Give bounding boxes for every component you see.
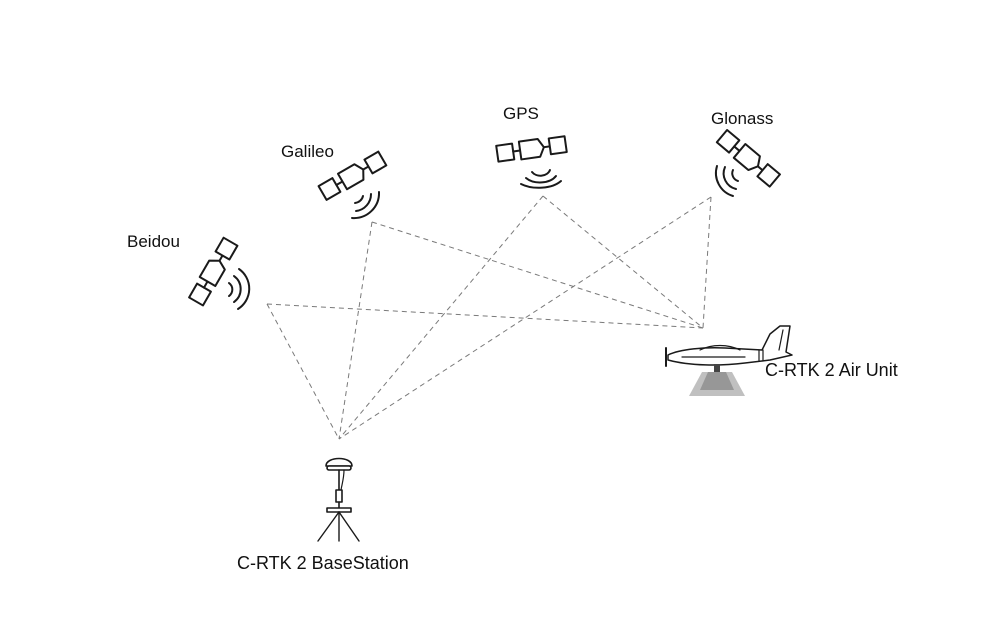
galileo-satellite-icon xyxy=(317,150,388,220)
gps-satellite-icon xyxy=(495,135,568,189)
signal-link-glonass-to-air-unit xyxy=(702,196,712,329)
signal-link-beidou-to-base-station xyxy=(266,303,340,440)
base-station-label: C-RTK 2 BaseStation xyxy=(237,553,409,573)
gps-label: GPS xyxy=(503,104,539,123)
signal-links xyxy=(266,195,712,440)
glonass-satellite-icon xyxy=(714,129,781,197)
galileo-label: Galileo xyxy=(281,142,334,161)
glonass-label: Glonass xyxy=(711,109,774,128)
beidou-satellite-icon xyxy=(188,236,251,310)
air-unit-label: C-RTK 2 Air Unit xyxy=(765,360,898,380)
signal-link-galileo-to-base-station xyxy=(338,221,373,440)
signal-link-gps-to-air-unit xyxy=(542,195,704,329)
signal-link-galileo-to-air-unit xyxy=(371,221,704,329)
signal-link-beidou-to-air-unit xyxy=(266,303,704,329)
signal-link-glonass-to-base-station xyxy=(338,196,712,440)
beidou-label: Beidou xyxy=(127,232,180,251)
aircraft-icon xyxy=(665,325,793,396)
signal-link-gps-to-base-station xyxy=(338,195,544,440)
base-station-icon xyxy=(317,457,360,542)
